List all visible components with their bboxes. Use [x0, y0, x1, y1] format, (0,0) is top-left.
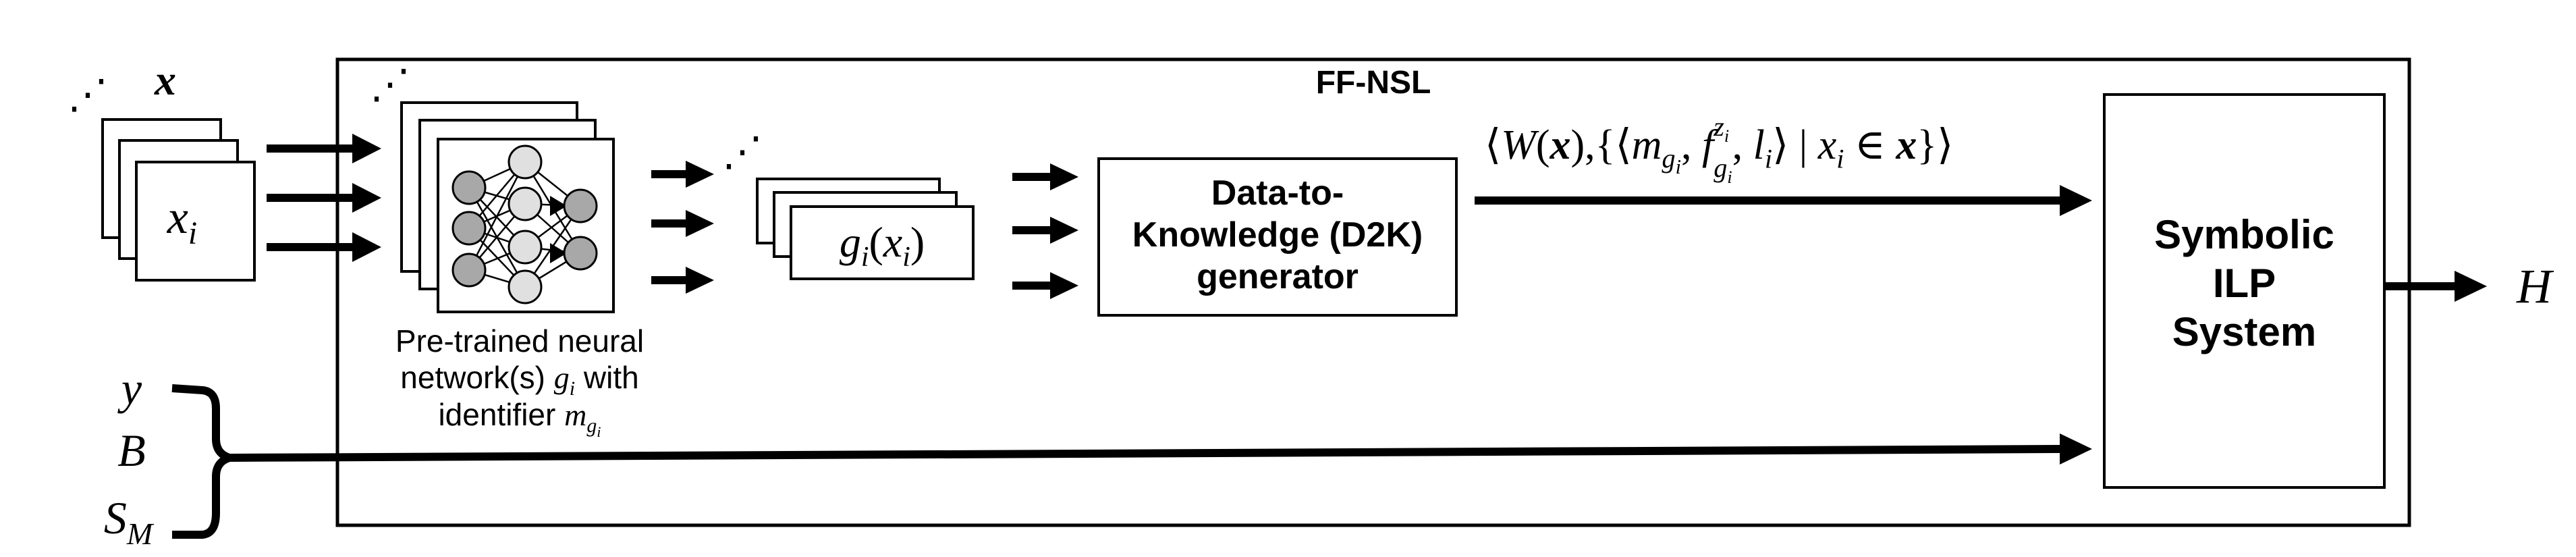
input-to-network-arrows — [267, 134, 381, 262]
hypothesis-label: H — [2516, 259, 2554, 313]
input-item-label: xi — [167, 192, 197, 251]
d2k-generator-box — [1097, 157, 1458, 317]
ilp-line2: ILP — [2212, 261, 2276, 306]
ilp-system-label: Symbolic ILP System — [2104, 211, 2384, 356]
side-input-y: y — [117, 363, 142, 414]
input-node — [451, 211, 487, 246]
output-ellipsis: ⋰ — [722, 130, 763, 174]
network-caption-line3: identifier mgi — [438, 397, 601, 441]
ilp-line3: System — [2172, 309, 2317, 354]
network-to-output-arrows — [651, 161, 714, 294]
network-output-stack: ⋰ gi(xi) — [722, 130, 975, 280]
container-title: FF-NSL — [1316, 65, 1431, 101]
input-set-label: x — [154, 56, 176, 104]
neural-network-stack: ⋰ — [370, 62, 615, 313]
ilp-line1: Symbolic — [2154, 212, 2334, 257]
side-input-brace — [171, 384, 234, 539]
network-arrow-tip — [550, 196, 567, 216]
ilp-to-hypothesis-arrow — [2386, 271, 2487, 302]
output-label: gi(xi) — [840, 218, 925, 273]
hidden-node — [508, 269, 543, 304]
d2k-to-ilp-arrow — [1475, 185, 2092, 216]
input-ellipsis: ⋰ — [67, 72, 108, 117]
d2k-line3: generator — [1197, 257, 1359, 296]
network-caption-line1: Pre-trained neural — [395, 323, 645, 359]
input-node — [451, 253, 487, 288]
ilp-system-box — [2103, 93, 2386, 489]
d2k-line2: Knowledge (D2K) — [1132, 215, 1423, 255]
side-input-B: B — [117, 425, 146, 476]
output-node — [563, 188, 598, 223]
output-node — [563, 236, 598, 271]
input-card-front — [135, 161, 256, 282]
output-to-d2k-arrows — [1012, 163, 1078, 299]
hidden-node — [508, 144, 543, 180]
ff-nsl-container — [335, 57, 2411, 527]
input-stack: ⋰ x xi — [67, 56, 256, 282]
network-ellipsis: ⋰ — [370, 62, 410, 107]
network-caption-line2: network(s) gi with — [400, 360, 639, 400]
input-node — [451, 170, 487, 205]
network-caption: Pre-trained neural network(s) gi with id… — [351, 323, 688, 441]
network-arrow-tip — [550, 243, 567, 263]
d2k-line1: Data-to- — [1211, 174, 1344, 213]
hidden-node — [508, 186, 543, 221]
side-input-to-ilp-arrow — [229, 433, 2092, 465]
hidden-node — [508, 230, 543, 265]
output-card-front — [790, 205, 975, 280]
d2k-generator-label: Data-to- Knowledge (D2K) generator — [1099, 172, 1456, 298]
side-input-S-M: SM — [104, 492, 155, 551]
